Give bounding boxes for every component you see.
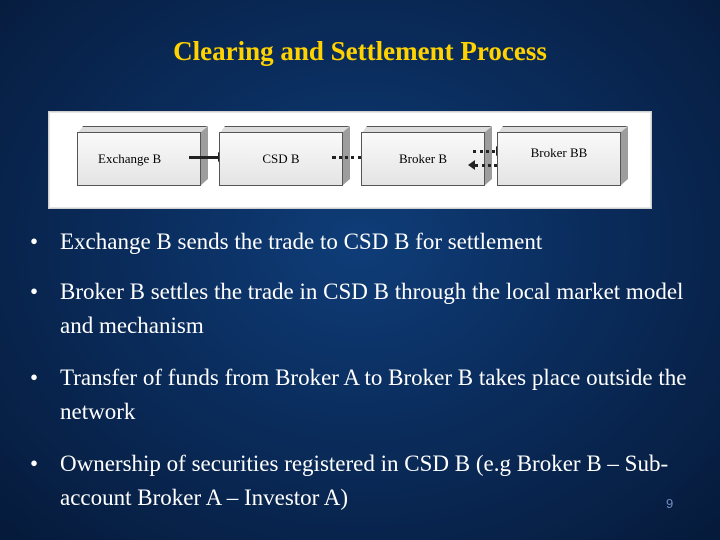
box-top-face [497,126,627,134]
bullet-item: • Broker B settles the trade in CSD B th… [30,275,700,343]
node-label: Broker B [361,132,485,186]
node-label: Exchange B [77,132,201,186]
bullet-text: Exchange B sends the trade to CSD B for … [60,229,543,254]
bullet-item: • Transfer of funds from Broker A to Bro… [30,361,700,429]
bullet-dot-icon: • [30,279,39,304]
box-side-face [484,126,492,186]
dotted-link-csd-broker [332,156,362,159]
bullet-dot-icon: • [30,229,39,254]
arrow-exchange-to-csd [189,152,225,162]
bullet-dot-icon: • [30,451,39,476]
page-number: 9 [666,496,674,511]
bullet-item: • Ownership of securities registered in … [30,447,700,515]
node-exchange-b: Exchange B [77,126,212,188]
box-side-face [620,126,628,186]
bullet-text: Broker B settles the trade in CSD B thro… [60,279,684,338]
node-broker-bb: Broker BB [497,126,632,188]
node-label: Broker BB [497,132,621,186]
bullet-text: Transfer of funds from Broker A to Broke… [60,365,687,424]
bullet-dot-icon: • [30,365,39,390]
node-csd-b: CSD B [219,126,354,188]
node-broker-b: Broker B [361,126,496,188]
box-top-face [219,126,349,134]
bullet-item: • Exchange B sends the trade to CSD B fo… [30,225,700,259]
bullet-text: Ownership of securities registered in CS… [60,451,669,510]
node-label: CSD B [219,132,343,186]
process-diagram: Exchange B CSD B Broker B Broker BB [48,111,652,209]
box-top-face [77,126,207,134]
arrow-line-left [475,164,497,167]
double-arrow-broker-brokerbb [468,146,503,170]
arrow-line-right [473,150,495,153]
slide-title: Clearing and Settlement Process [173,36,547,66]
box-top-face [361,126,491,134]
bullet-list: • Exchange B sends the trade to CSD B fo… [30,225,700,515]
arrow-head-left-icon [468,160,475,170]
